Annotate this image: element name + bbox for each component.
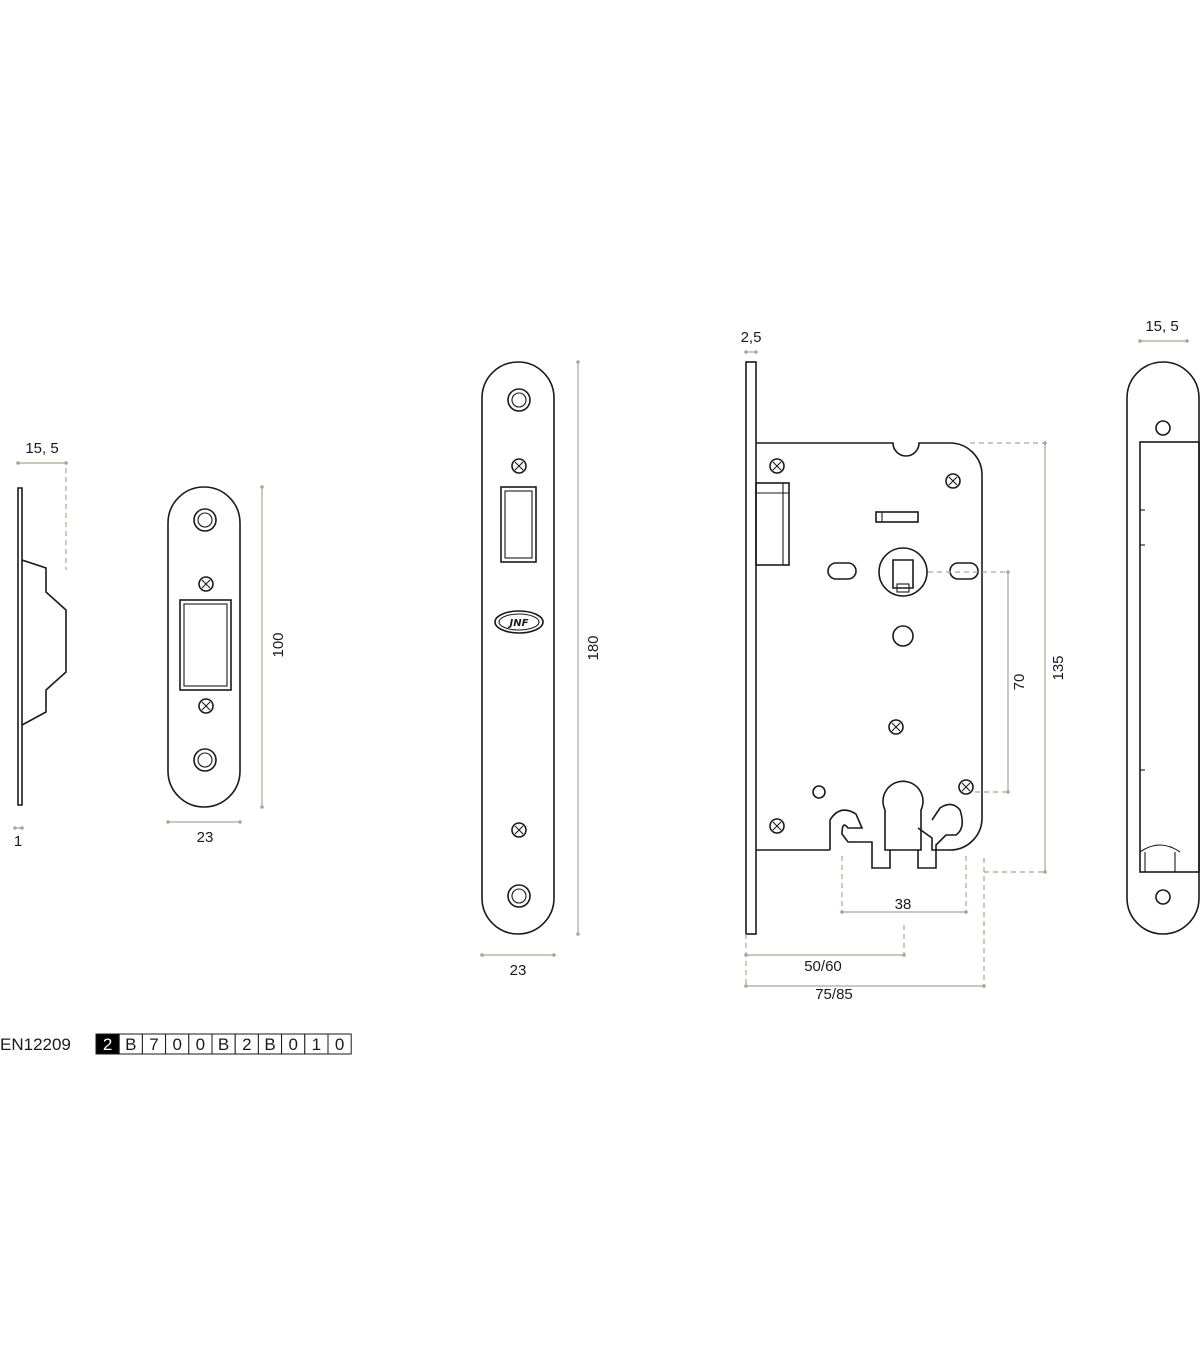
strike-front-height-label: 100 (270, 632, 287, 657)
code-char: 0 (172, 1035, 181, 1054)
backset-label: 50/60 (804, 958, 842, 975)
code-char: 0 (196, 1035, 205, 1054)
lock-side-width-label: 15, 5 (1145, 318, 1178, 335)
code-box (327, 1033, 352, 1055)
total-depth-label: 75/85 (815, 986, 853, 1003)
strike-side-thickness-label: 1 (14, 833, 22, 850)
standard-label: EN12209 (0, 1035, 71, 1054)
case-height-label: 135 (1050, 655, 1067, 680)
code-char: 7 (149, 1035, 158, 1054)
faceplate-height-label: 180 (585, 635, 602, 660)
strike-side-width-label: 15, 5 (25, 440, 58, 457)
lock-edge-view (1126, 339, 1200, 935)
code-char: B (218, 1035, 229, 1054)
code-char: B (125, 1035, 136, 1054)
code-char: 0 (335, 1035, 344, 1054)
faceplate-thickness-label: 2,5 (741, 329, 762, 346)
strike-front-width-label: 23 (197, 829, 214, 846)
strike-plate-front-view (166, 485, 264, 824)
code-char: 2 (103, 1035, 112, 1054)
code-char: 1 (312, 1035, 321, 1054)
case-depth-label: 38 (895, 896, 912, 913)
lock-body-view (744, 350, 1047, 988)
code-char: 0 (288, 1035, 297, 1054)
strike-plate-side-view (13, 461, 68, 830)
faceplate-front-view (480, 360, 580, 957)
faceplate-width-label: 23 (510, 962, 527, 979)
jnf-logo: JNF (508, 618, 529, 629)
handle-to-cylinder-label: 70 (1011, 674, 1028, 691)
code-char: B (264, 1035, 275, 1054)
code-char: 2 (242, 1035, 251, 1054)
